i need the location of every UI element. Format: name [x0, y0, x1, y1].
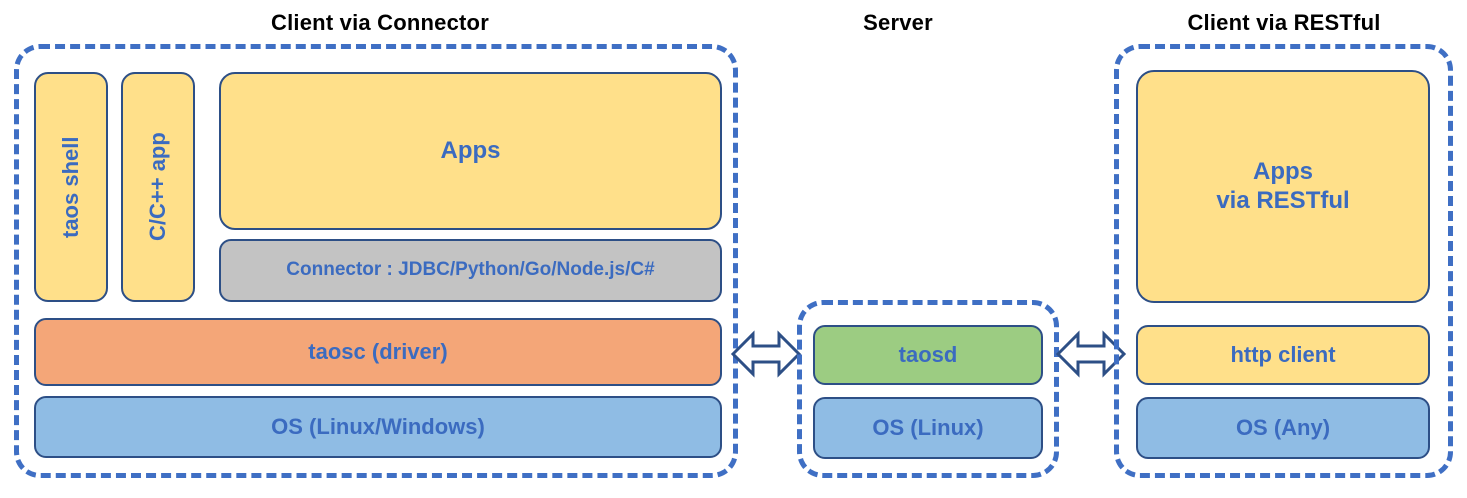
group-client-via-connector: [14, 44, 738, 478]
box-os-linux-windows[interactable]: OS (Linux/Windows): [34, 396, 722, 458]
box-apps-via-restful[interactable]: Apps via RESTful: [1136, 70, 1430, 303]
group-server: [797, 300, 1059, 478]
box-taos-shell[interactable]: taos shell: [34, 72, 108, 302]
box-c-cpp-app[interactable]: C/C++ app: [121, 72, 195, 302]
box-apps-connector[interactable]: Apps: [219, 72, 722, 230]
box-connector[interactable]: Connector : JDBC/Python/Go/Node.js/C#: [219, 239, 722, 302]
box-http-client[interactable]: http client: [1136, 325, 1430, 385]
double-arrow-connector-to-server: [730, 326, 802, 382]
box-os-any[interactable]: OS (Any): [1136, 397, 1430, 459]
box-os-linux[interactable]: OS (Linux): [813, 397, 1043, 459]
box-taosc-driver[interactable]: taosc (driver): [34, 318, 722, 386]
caption-client-via-connector: Client via Connector: [271, 10, 489, 35]
box-taosd[interactable]: taosd: [813, 325, 1043, 385]
double-arrow-server-to-restful: [1055, 326, 1127, 382]
caption-server: Server: [863, 10, 933, 35]
group-client-via-restful: [1114, 44, 1453, 478]
caption-client-via-restful: Client via RESTful: [1187, 10, 1381, 35]
